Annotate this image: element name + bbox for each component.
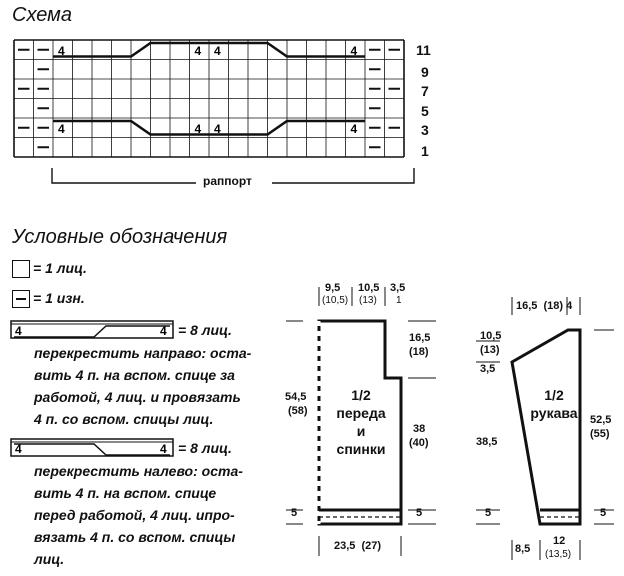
front-label-4: спинки <box>336 441 386 457</box>
front-armhole: 16,5 <box>409 332 431 344</box>
cable-right-line-4: 4 п. со вспом. спицы лиц. <box>34 411 214 427</box>
sleeve-piece-label: 1/2 рукава <box>526 386 582 422</box>
purl-symbol <box>12 290 30 308</box>
cable-right-line-3: работой, 4 лиц. и провязать <box>34 389 241 405</box>
sleeve-left-dim-2: 3,5 <box>480 363 496 375</box>
sleeve-rib-right: 5 <box>600 507 607 519</box>
knit-symbol <box>12 260 30 278</box>
svg-text:4: 4 <box>160 324 167 338</box>
knit-label: = 1 лиц. <box>33 260 87 276</box>
sleeve-left-dim-1: 10,5 <box>480 330 502 342</box>
cable-right-line-1: перекрестить направо: оста- <box>34 345 252 361</box>
front-label-3: и <box>356 423 366 439</box>
cable-marker: 4 <box>58 44 65 58</box>
svg-text:4: 4 <box>160 442 167 456</box>
front-left-height-alt: (58) <box>288 405 308 417</box>
front-label-1: 1/2 <box>351 387 371 403</box>
row-number-7: 7 <box>421 83 429 99</box>
front-top-dim-3-alt: 1 <box>396 295 402 306</box>
cable-marker: 4 <box>195 44 202 58</box>
legend-title: Условные обозначения <box>12 226 228 248</box>
row-number-3: 3 <box>421 122 429 138</box>
cable-left-line-4: вязать 4 п. со вспом. спицы <box>34 529 236 545</box>
cable-left-line-1: перекрестить налево: оста- <box>34 463 243 479</box>
front-top-dim-2-alt: (13) <box>359 295 377 306</box>
sleeve-rib-left: 5 <box>485 507 492 519</box>
purl-label: = 1 изн. <box>33 290 85 306</box>
sleeve-right-height-alt: (55) <box>590 428 610 440</box>
repeat-bracket <box>51 168 415 184</box>
sleeve-right-height: 52,5 <box>590 414 612 426</box>
front-rib-left: 5 <box>291 507 298 519</box>
front-rib-right: 5 <box>416 507 423 519</box>
front-top-dim-3: 3,5 <box>390 282 406 294</box>
row-number-9: 9 <box>421 64 429 80</box>
sleeve-label-2: рукава <box>530 405 578 421</box>
front-top-dim-1-alt: (10,5) <box>322 295 349 306</box>
cable-marker: 4 <box>58 122 65 136</box>
svg-text:4: 4 <box>15 442 22 456</box>
front-side-alt: (40) <box>409 437 429 449</box>
sleeve-left-height: 38,5 <box>476 436 498 448</box>
sleeve-label-1: 1/2 <box>544 387 564 403</box>
cable-marker: 4 <box>351 44 358 58</box>
front-top-dim-2: 10,5 <box>358 282 380 294</box>
cable-left-symbol: 4 4 <box>10 438 174 457</box>
row-number-11: 11 <box>416 42 431 58</box>
cable-marker: 4 <box>214 44 221 58</box>
front-armhole-alt: (18) <box>409 346 429 358</box>
cable-left-head: = 8 лиц. <box>178 440 232 456</box>
front-left-height: 54,5 <box>285 391 307 403</box>
front-bottom-width: 23,5 (27) <box>334 540 382 552</box>
cable-right-head: = 8 лиц. <box>178 322 232 338</box>
scheme-grid <box>13 39 405 158</box>
front-piece-label: 1/2 переда и спинки <box>328 386 394 458</box>
cable-right-line-2: вить 4 п. на вспом. спице за <box>34 367 235 383</box>
cable-left-line-2: вить 4 п. на вспом. спице <box>34 485 217 501</box>
cable-left-line-3: перед работой, 4 лиц. ипро- <box>34 507 235 523</box>
row-number-5: 5 <box>421 103 429 119</box>
scheme-title: Схема <box>12 4 72 26</box>
cable-left-line-5: лиц. <box>34 551 65 567</box>
row-number-1: 1 <box>421 143 429 159</box>
front-top-dim-1: 9,5 <box>325 282 341 294</box>
svg-text:4: 4 <box>15 324 22 338</box>
cable-marker: 4 <box>214 122 221 136</box>
sleeve-bottom-dim-2-alt: (13,5) <box>545 549 572 560</box>
sleeve-bottom-dim-2: 12 <box>553 535 566 547</box>
sleeve-top-dims: 16,5 (18) 4 <box>516 300 573 312</box>
cable-right-symbol: 4 4 <box>10 320 174 339</box>
sleeve-left-dim-1-alt: (13) <box>480 344 500 356</box>
repeat-label: раппорт <box>203 174 252 188</box>
front-label-2: переда <box>336 405 386 421</box>
sleeve-bottom-dim-1: 8,5 <box>515 543 531 555</box>
front-side: 38 <box>413 423 426 435</box>
cable-marker: 4 <box>351 122 358 136</box>
cable-marker: 4 <box>195 122 202 136</box>
